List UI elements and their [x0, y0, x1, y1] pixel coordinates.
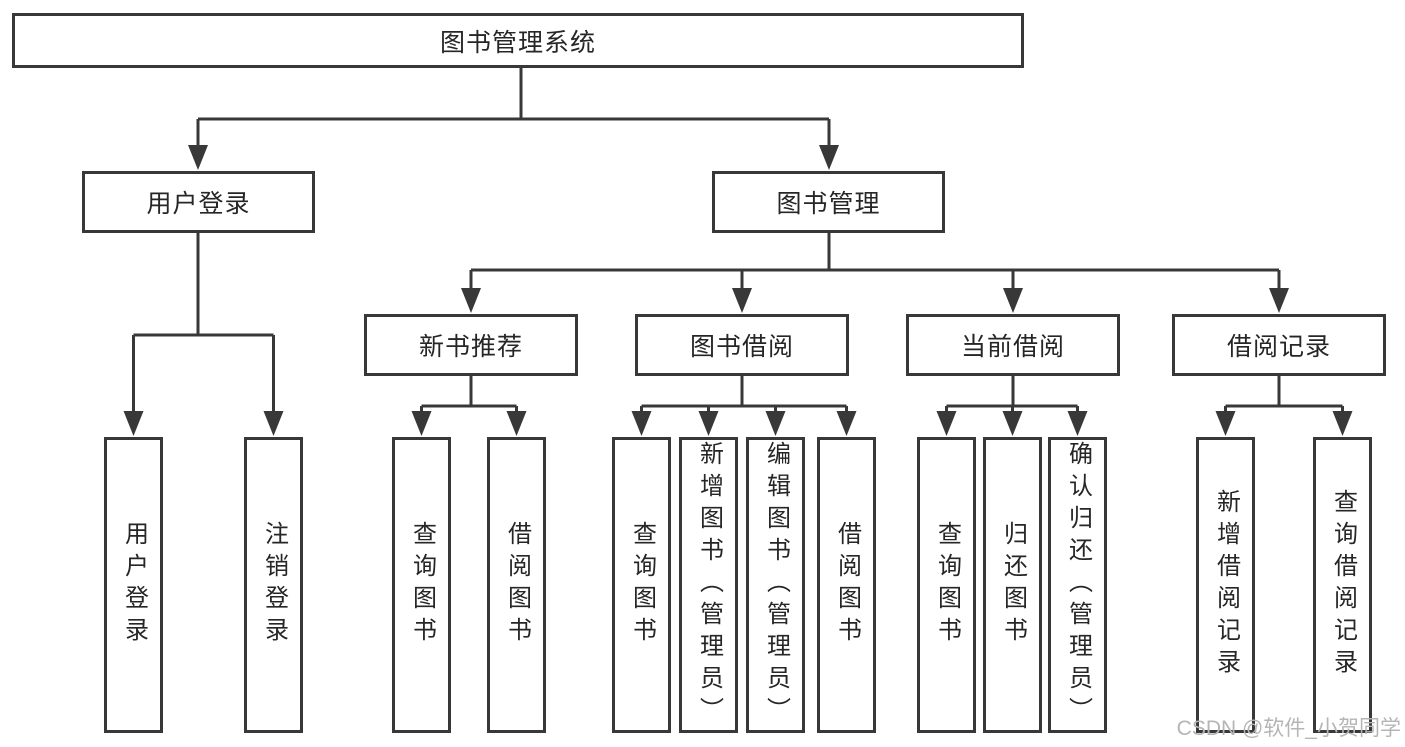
root-label: 图书管理系统	[439, 28, 596, 57]
leaf-label-confirm-return-admin: 确认归还（管理员）	[1064, 441, 1092, 729]
leaf-label-return-books: 归还图书	[999, 521, 1027, 649]
leaf-box-borrow-query-books: 查询图书	[612, 437, 671, 733]
leaf-label-newbook-query-books: 查询图书	[408, 521, 436, 649]
leaf-box-query-borrow-record: 查询借阅记录	[1313, 437, 1372, 733]
leaf-box-add-borrow-record: 新增借阅记录	[1196, 437, 1255, 733]
leaf-box-user-login: 用户登录	[104, 437, 163, 733]
leaf-box-logout: 注销登录	[244, 437, 303, 733]
level3-label-current-borrow: 当前借阅	[960, 333, 1065, 361]
leaf-label-add-borrow-record: 新增借阅记录	[1212, 489, 1240, 681]
leaf-box-edit-books-admin: 编辑图书（管理员）	[746, 437, 805, 733]
level2-box-book-management: 图书管理	[712, 171, 945, 233]
level3-label-new-book-recommend: 新书推荐	[418, 333, 523, 361]
leaf-box-return-books: 归还图书	[983, 437, 1042, 733]
leaf-label-borrow-query-books: 查询图书	[628, 521, 656, 649]
leaf-box-newbook-query-books: 查询图书	[392, 437, 451, 733]
leaf-box-borrow-borrow-books: 借阅图书	[817, 437, 876, 733]
level3-box-book-borrow: 图书借阅	[635, 314, 849, 376]
leaf-box-add-books-admin: 新增图书（管理员）	[679, 437, 738, 733]
leaf-label-logout: 注销登录	[260, 521, 288, 649]
leaf-label-query-borrow-record: 查询借阅记录	[1329, 489, 1357, 681]
leaf-box-current-query-books: 查询图书	[917, 437, 976, 733]
level3-label-book-borrow: 图书借阅	[689, 333, 794, 361]
level3-label-borrow-record: 借阅记录	[1226, 333, 1331, 361]
root-box-library-system: 图书管理系统	[12, 13, 1024, 68]
leaf-label-edit-books-admin: 编辑图书（管理员）	[762, 441, 790, 729]
level2-label-book-management: 图书管理	[776, 190, 881, 218]
level2-label-user-login: 用户登录	[146, 190, 251, 218]
leaf-label-newbook-borrow-books: 借阅图书	[503, 521, 531, 649]
leaf-box-newbook-borrow-books: 借阅图书	[487, 437, 546, 733]
leaf-label-user-login: 用户登录	[120, 521, 148, 649]
leaf-label-add-books-admin: 新增图书（管理员）	[695, 441, 723, 729]
leaf-box-confirm-return-admin: 确认归还（管理员）	[1048, 437, 1107, 733]
level2-box-user-login: 用户登录	[82, 171, 315, 233]
level3-box-new-book-recommend: 新书推荐	[364, 314, 578, 376]
leaf-label-borrow-borrow-books: 借阅图书	[833, 521, 861, 649]
csdn-watermark: CSDN @软件_小贺同学	[1176, 717, 1401, 740]
leaf-label-current-query-books: 查询图书	[933, 521, 961, 649]
level3-box-borrow-record: 借阅记录	[1172, 314, 1386, 376]
level3-box-current-borrow: 当前借阅	[906, 314, 1120, 376]
